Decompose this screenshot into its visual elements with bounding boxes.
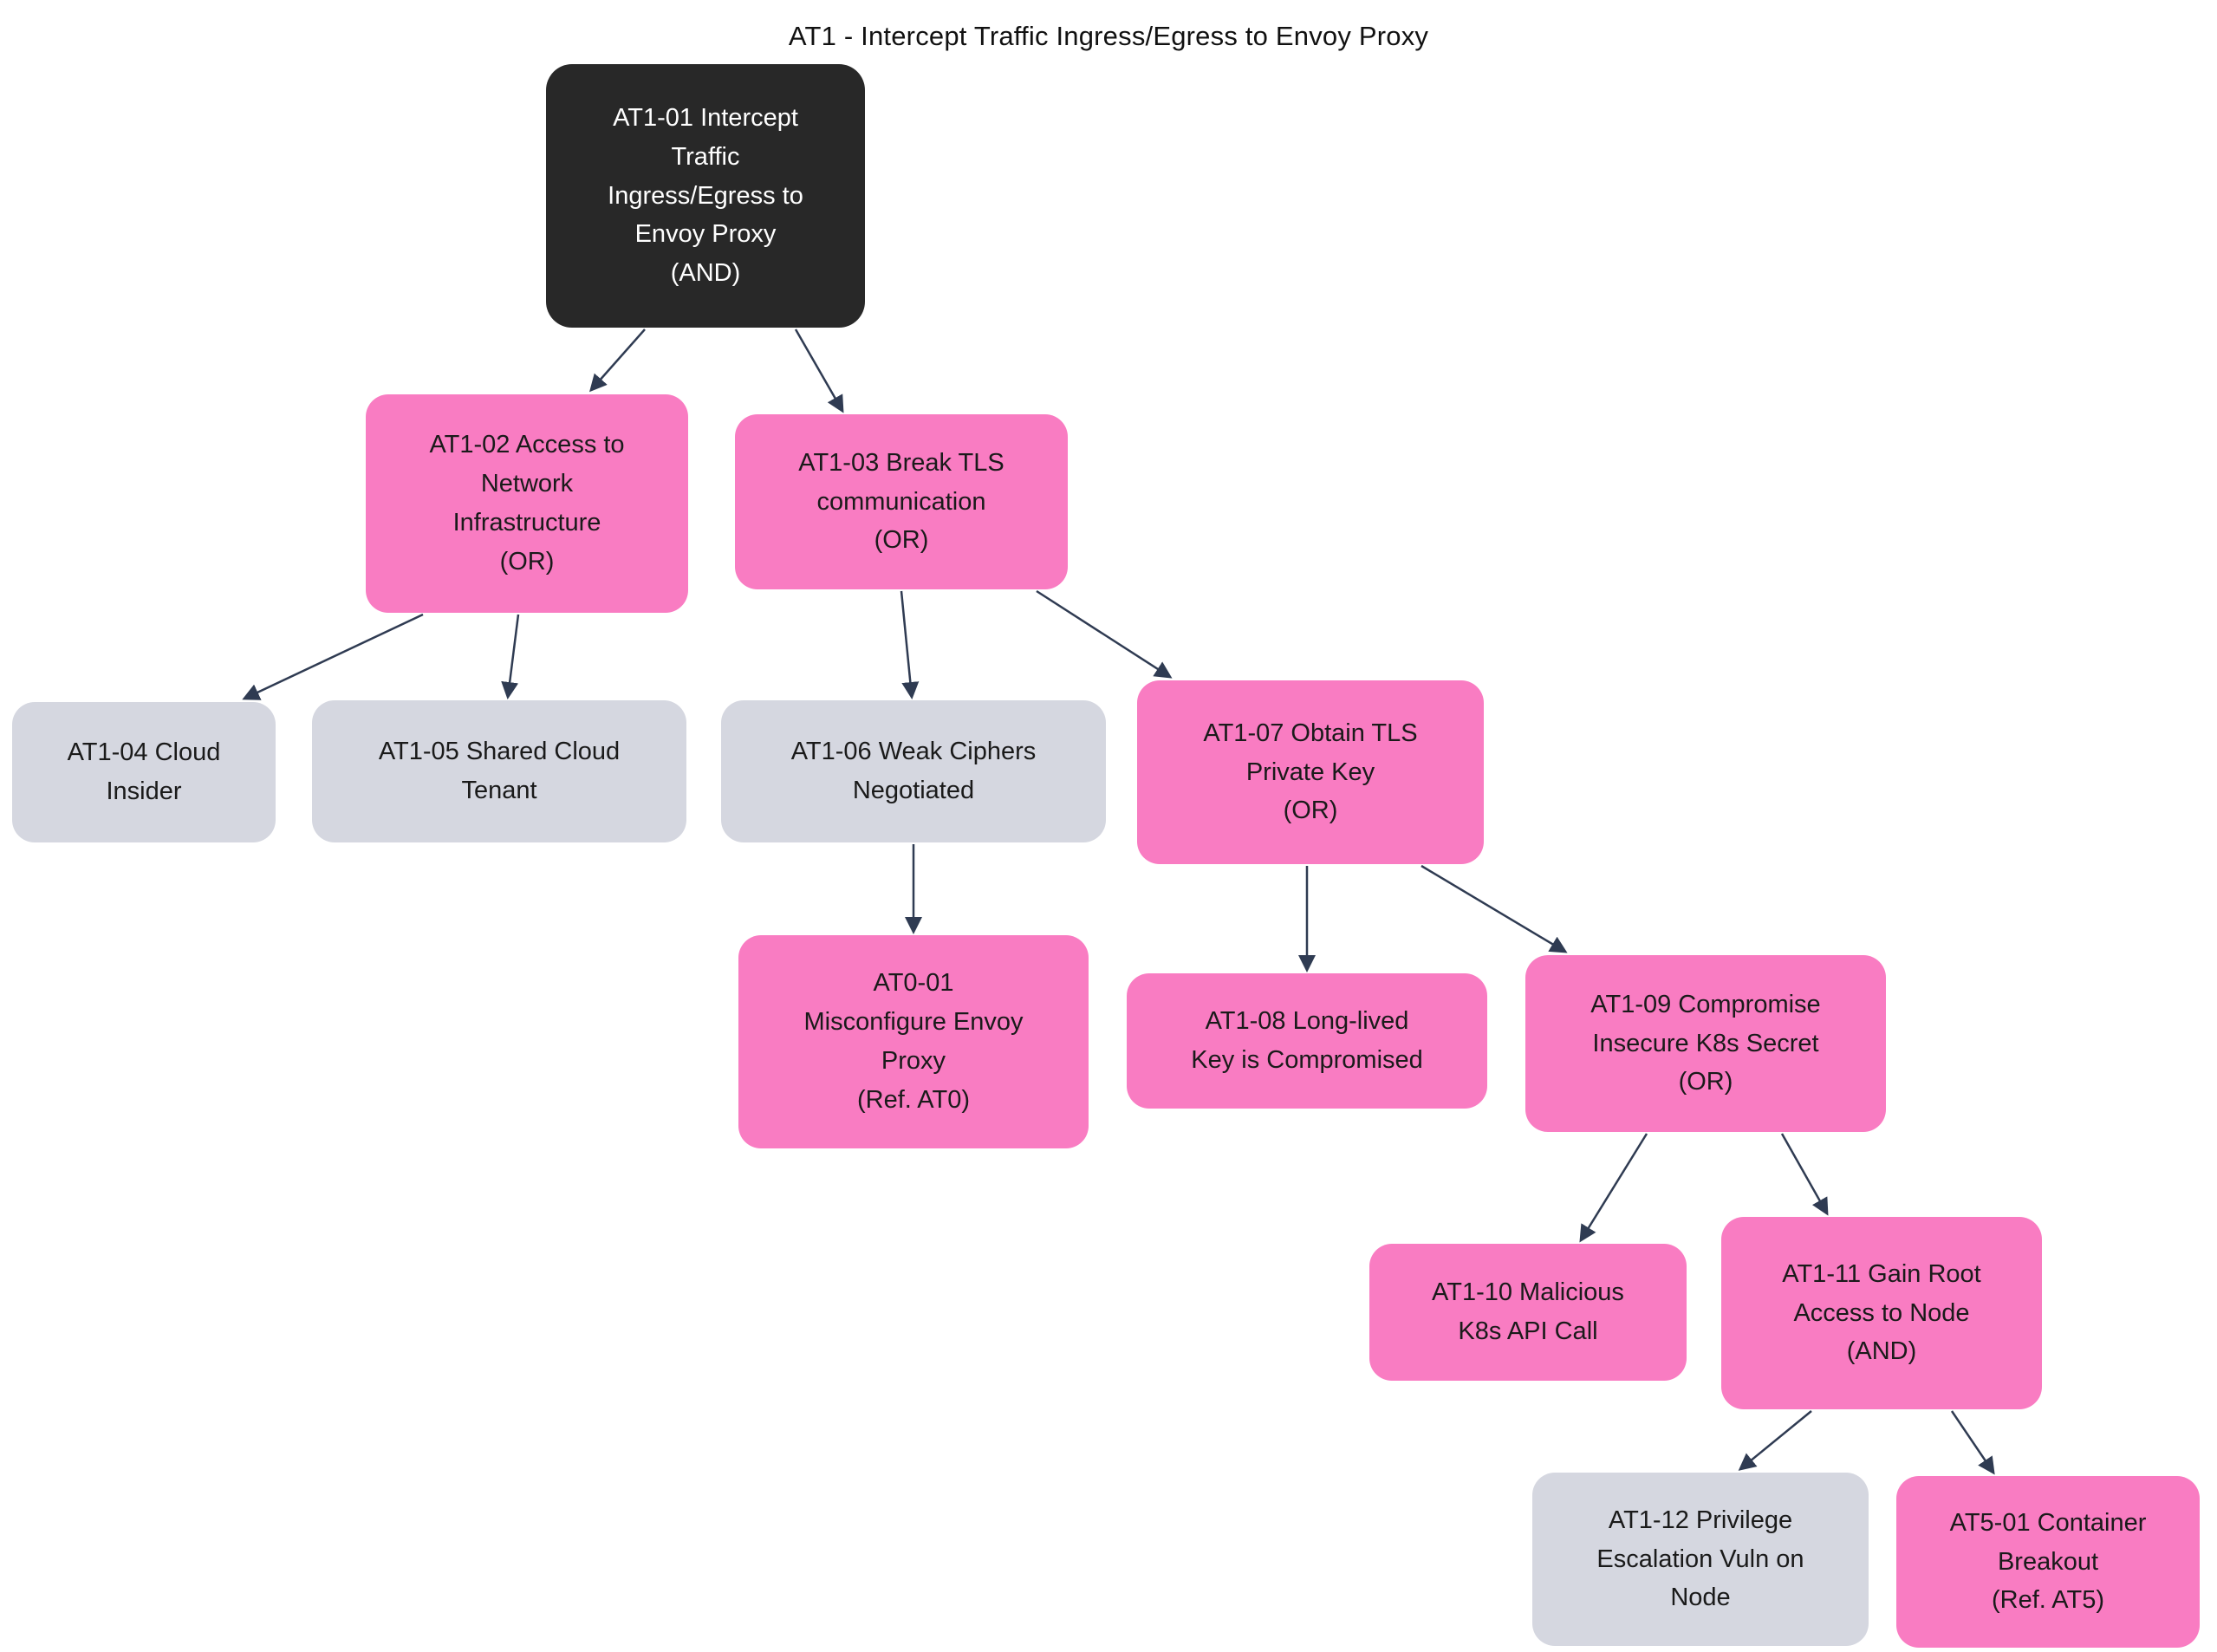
node-at1-09-compromise-insecure-k8s-secret: AT1-09 Compromise Insecure K8s Secret (O… — [1525, 955, 1886, 1132]
node-at1-07-obtain-tls-private-key: AT1-07 Obtain TLS Private Key (OR) — [1137, 680, 1484, 864]
edge-at1-03-at1-06 — [900, 590, 920, 699]
edge-at1-02-at1-05 — [501, 614, 520, 699]
node-at5-01-container-breakout: AT5-01 Container Breakout (Ref. AT5) — [1896, 1476, 2200, 1648]
node-at1-11-gain-root-access-to-node: AT1-11 Gain Root Access to Node (AND) — [1721, 1217, 2042, 1409]
node-at1-04-cloud-insider: AT1-04 Cloud Insider — [12, 702, 276, 842]
node-at1-12-privilege-escalation-vuln: AT1-12 Privilege Escalation Vuln on Node — [1532, 1473, 1869, 1646]
node-at1-03-break-tls-communication: AT1-03 Break TLS communication (OR) — [735, 414, 1068, 589]
edge-at1-02-at1-04 — [242, 613, 424, 700]
edge-at1-11-at1-12 — [1738, 1410, 1812, 1471]
edge-at1-09-at1-10 — [1579, 1133, 1648, 1243]
edge-at1-07-at1-09 — [1421, 864, 1568, 953]
node-at0-01-misconfigure-envoy-proxy: AT0-01 Misconfigure Envoy Proxy (Ref. AT… — [738, 935, 1089, 1148]
node-at1-02-access-network-infrastructure: AT1-02 Access to Network Infrastructure … — [366, 394, 688, 613]
edge-at1-03-at1-07 — [1036, 589, 1173, 679]
diagram-title: AT1 - Intercept Traffic Ingress/Egress t… — [788, 21, 1429, 51]
node-at1-08-long-lived-key-compromised: AT1-08 Long-lived Key is Compromised — [1127, 973, 1487, 1109]
edge-at1-01-at1-03 — [794, 328, 844, 413]
node-at1-05-shared-cloud-tenant: AT1-05 Shared Cloud Tenant — [312, 700, 686, 842]
node-at1-10-malicious-k8s-api-call: AT1-10 Malicious K8s API Call — [1369, 1244, 1687, 1381]
edge-at1-11-at5-01 — [1950, 1410, 1995, 1475]
node-at1-01-root-intercept-traffic: AT1-01 Intercept Traffic Ingress/Egress … — [546, 64, 865, 328]
edge-at1-09-at1-11 — [1780, 1133, 1829, 1216]
edge-at1-01-at1-02 — [589, 328, 646, 393]
node-at1-06-weak-ciphers-negotiated: AT1-06 Weak Ciphers Negotiated — [721, 700, 1106, 842]
